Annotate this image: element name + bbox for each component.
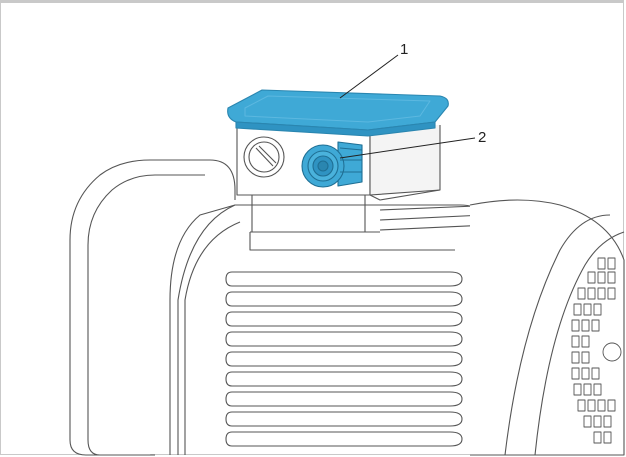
- fan-cover: [69, 159, 236, 456]
- callout-label-2: 2: [478, 129, 486, 146]
- leader-line-1: [339, 54, 399, 99]
- cable-gland: [301, 141, 363, 188]
- vent-grille: [571, 257, 622, 444]
- callout-label-1: 1: [400, 41, 408, 58]
- screw-plug: [243, 136, 285, 178]
- terminal-box-cover: [227, 89, 449, 137]
- motor-housing: [177, 204, 541, 456]
- cooling-fins: [225, 271, 463, 447]
- end-shield: [469, 199, 625, 456]
- leader-line-2: [339, 137, 476, 159]
